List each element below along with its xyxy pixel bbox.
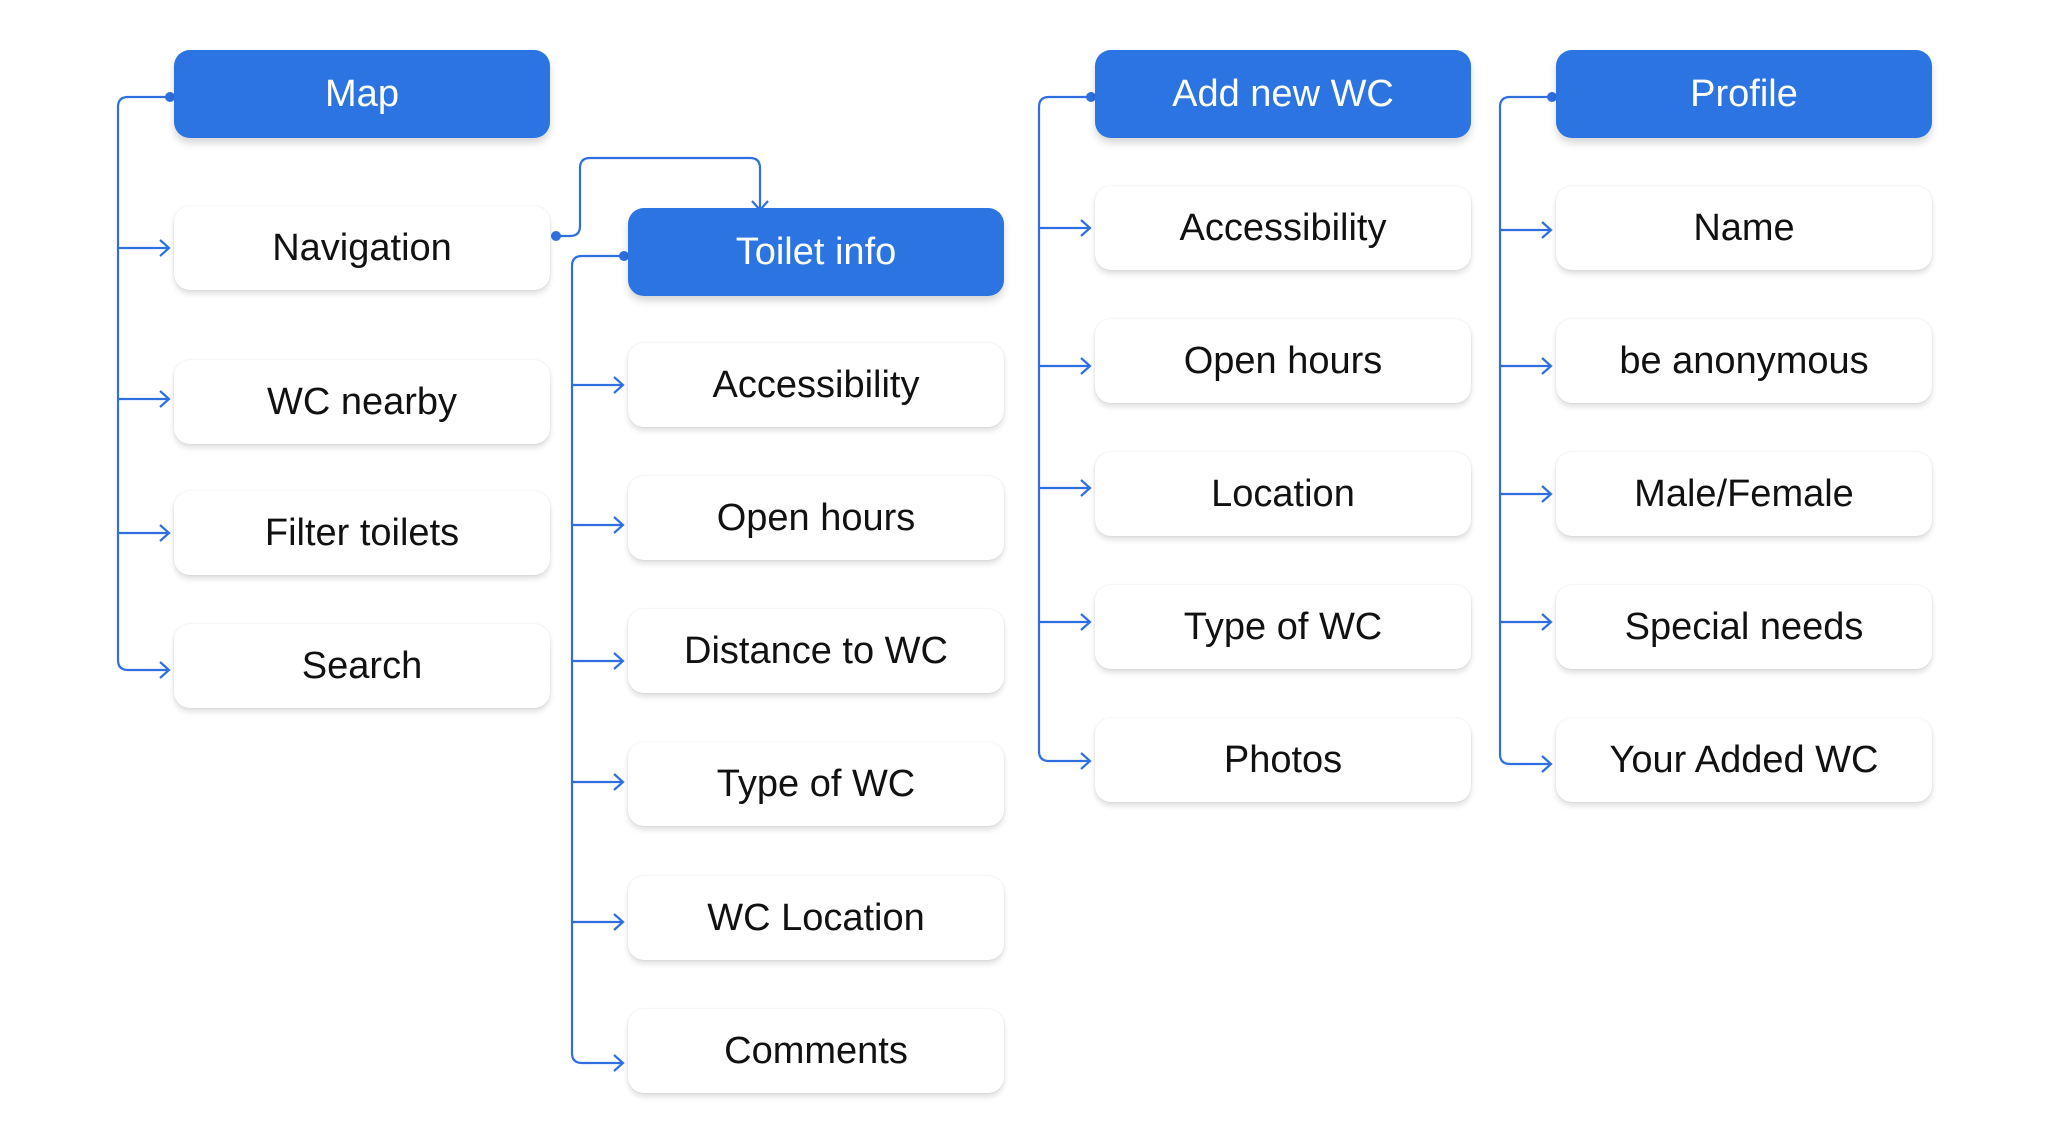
toilet-info-item-accessibility: Accessibility	[628, 343, 1004, 427]
profile-item-male-female: Male/Female	[1556, 452, 1932, 536]
add-new-wc-item-accessibility: Accessibility	[1095, 186, 1471, 270]
toilet-info-item-wc-location: WC Location	[628, 876, 1004, 960]
map-header: Map	[174, 50, 550, 138]
profile-item-special-needs: Special needs	[1556, 585, 1932, 669]
map-connectors	[116, 92, 175, 679]
add-new-wc-item-type-of-wc: Type of WC	[1095, 585, 1471, 669]
toilet-info-item-open-hours: Open hours	[628, 476, 1004, 560]
add-new-wc-item-open-hours: Open hours	[1095, 319, 1471, 403]
add-new-wc-header: Add new WC	[1095, 50, 1471, 138]
toilet-info-header: Toilet info	[628, 208, 1004, 296]
toilet-info-connectors	[570, 251, 629, 1072]
map-item-search: Search	[174, 624, 550, 708]
profile-item-name: Name	[1556, 186, 1932, 270]
toilet-info-item-distance-to-wc: Distance to WC	[628, 609, 1004, 693]
add-new-wc-connectors	[1037, 92, 1096, 770]
map-item-wc-nearby: WC nearby	[174, 360, 550, 444]
map-item-filter-toilets: Filter toilets	[174, 491, 550, 575]
toilet-info-item-comments: Comments	[628, 1009, 1004, 1093]
add-new-wc-item-photos: Photos	[1095, 718, 1471, 802]
profile-header: Profile	[1556, 50, 1932, 138]
profile-item-be-anonymous: be anonymous	[1556, 319, 1932, 403]
add-new-wc-item-location: Location	[1095, 452, 1471, 536]
map-item-navigation: Navigation	[174, 206, 550, 290]
profile-item-your-added-wc: Your Added WC	[1556, 718, 1932, 802]
profile-connectors	[1498, 92, 1557, 773]
toilet-info-item-type-of-wc: Type of WC	[628, 742, 1004, 826]
